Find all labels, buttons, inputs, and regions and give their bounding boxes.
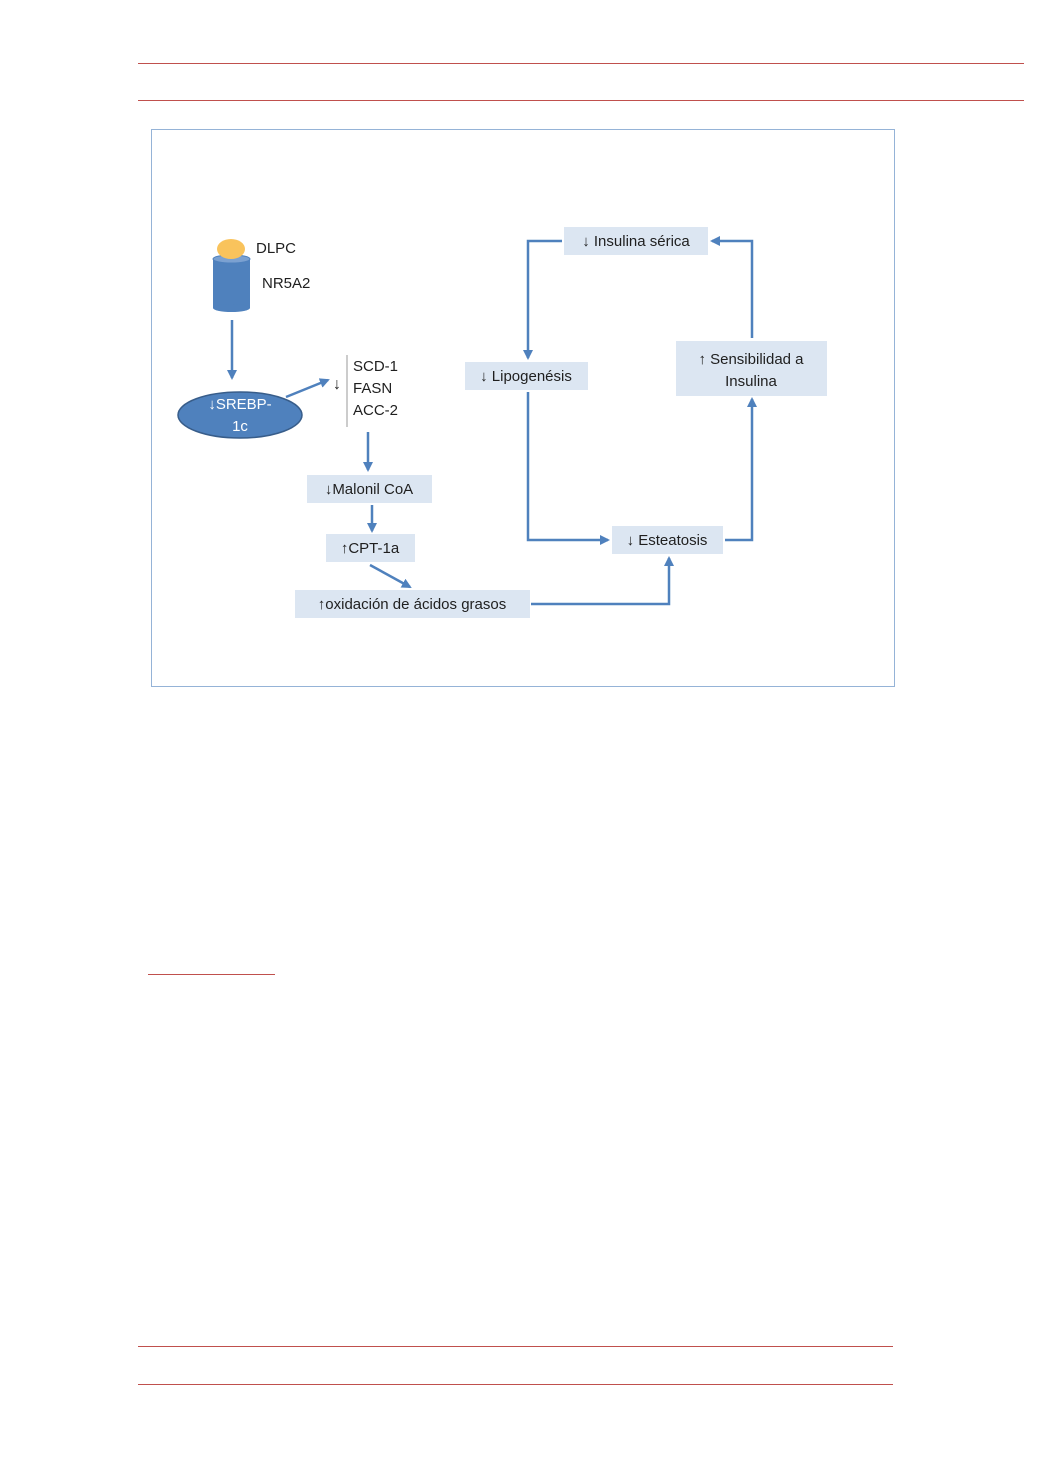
srebp-label-line2: 1c xyxy=(232,418,248,435)
footer-rule-top xyxy=(138,1346,893,1347)
arrow-sensibilidad-to-insulina xyxy=(710,236,754,338)
nr5a2-receptor-cylinder xyxy=(212,254,251,312)
srebp-label-line1: ↓SREBP- xyxy=(208,396,271,413)
footnote-separator xyxy=(148,974,275,975)
arrow-oxidation-to-esteatosis xyxy=(531,556,674,606)
malonil-label: ↓Malonil CoA xyxy=(325,481,413,498)
sensibilidad-box xyxy=(676,341,827,396)
gene-down-arrow: ↓ xyxy=(333,376,341,393)
insulina-box xyxy=(564,227,708,255)
dlpc-ligand xyxy=(217,239,245,259)
arrow-esteatosis-to-sensibilidad xyxy=(725,397,757,542)
sensibilidad-label-line2: Insulina xyxy=(725,373,777,390)
esteatosis-label: ↓ Esteatosis xyxy=(627,532,708,549)
lipogenesis-label: ↓ Lipogenésis xyxy=(480,368,572,385)
arrow-lipogenesis-to-esteatosis xyxy=(526,392,610,545)
arrow-srebp-to-genes xyxy=(285,378,330,399)
footer-rule-bottom xyxy=(138,1384,893,1385)
gene-acc2: ACC-2 xyxy=(353,402,398,419)
arrow-insulina-to-lipogenesis xyxy=(523,239,562,360)
header-rule-top xyxy=(138,63,1024,64)
figure-frame xyxy=(151,129,895,687)
srebp-ellipse xyxy=(177,391,303,439)
nr5a2-label: NR5A2 xyxy=(262,275,310,292)
gene-fasn: FASN xyxy=(353,380,392,397)
oxidation-label: ↑oxidación de ácidos grasos xyxy=(318,596,506,613)
malonil-box xyxy=(307,475,432,503)
header-rule-bottom xyxy=(138,100,1024,101)
insulina-label: ↓ Insulina sérica xyxy=(582,233,690,250)
sensibilidad-label-line1: ↑ Sensibilidad a xyxy=(698,351,804,368)
cpt-label: ↑CPT-1a xyxy=(341,540,400,557)
oxidation-box xyxy=(295,590,530,618)
gene-scd1: SCD-1 xyxy=(353,358,398,375)
arrow-cpt-to-oxidation xyxy=(369,563,412,589)
esteatosis-box xyxy=(612,526,723,554)
dlpc-label: DLPC xyxy=(256,240,296,257)
cpt-box xyxy=(326,534,415,562)
lipogenesis-box xyxy=(465,362,588,390)
